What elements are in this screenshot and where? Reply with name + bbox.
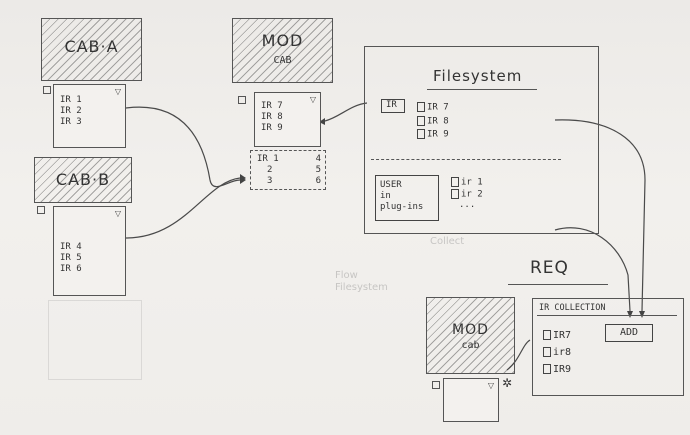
req-mod-subtitle: cab: [461, 340, 480, 351]
folder-line: USER: [380, 180, 402, 190]
square-icon: [238, 96, 246, 104]
add-button[interactable]: ADD: [605, 324, 653, 342]
triangle-icon[interactable]: ▽: [309, 95, 316, 104]
ir-collection-panel: IR COLLECTION IR7 ir8 IR9 ADD: [532, 298, 684, 396]
cab-a-title: CAB·A: [64, 37, 119, 56]
grid-cell: 5: [315, 165, 321, 175]
file-icon: [417, 102, 425, 112]
cab-a-box: CAB·A: [41, 18, 142, 81]
triangle-icon[interactable]: ▽: [487, 381, 494, 390]
mod-cab-ir-list: ▽ IR 7 IR 8 IR 9: [254, 92, 321, 147]
grid-row: IR 1 4: [257, 154, 321, 165]
cab-b-box: CAB·B: [34, 157, 132, 203]
grid-row: 3 6: [257, 176, 321, 187]
cab-b-ir-list: ▽ IR 4 IR 5 IR 6: [53, 206, 126, 296]
file-icon: [543, 347, 551, 357]
divider: [427, 89, 537, 90]
mod-cab-ir-grid: IR 1 4 2 5 3 6: [250, 150, 326, 190]
divider: [508, 284, 608, 285]
cab-b-title: CAB·B: [55, 170, 111, 189]
faint-collect-text: Collect: [430, 236, 465, 247]
mod-cab-title: MOD: [261, 31, 304, 50]
file-icon: [417, 115, 425, 126]
grid-cell: 2: [267, 165, 273, 175]
item-label: ir8: [553, 347, 572, 358]
grid-cell: IR 1: [257, 154, 279, 164]
arrow-fs-user-to-collection: [554, 227, 631, 312]
mod-cab-subtitle: CAB: [273, 55, 292, 66]
req-ir-slot: ▽: [443, 378, 499, 422]
list-item: IR 7: [261, 101, 283, 111]
list-item[interactable]: IR 9: [417, 129, 449, 141]
user-plugin-folder[interactable]: USER in plug-ins: [375, 175, 439, 221]
file-icon: [543, 330, 551, 340]
folder-line: plug-ins: [380, 202, 424, 212]
file-icon: [451, 188, 459, 199]
list-item[interactable]: ir 1: [451, 177, 483, 189]
gear-icon[interactable]: ✲: [502, 376, 513, 390]
list-item[interactable]: IR 7: [417, 102, 449, 114]
list-item[interactable]: IR7: [543, 327, 571, 344]
list-item[interactable]: IR 8: [417, 115, 449, 128]
triangle-icon[interactable]: ▽: [114, 87, 121, 96]
list-item: IR 3: [60, 117, 82, 127]
list-item: IR 4: [60, 242, 82, 252]
req-heading: REQ: [530, 258, 569, 278]
list-item: IR 2: [60, 106, 82, 116]
item-label: IR9: [553, 364, 572, 375]
square-icon: [432, 381, 440, 389]
list-item: IR 1: [60, 95, 82, 105]
list-item[interactable]: ir 2: [451, 188, 483, 201]
cab-a-ir-list: ▽ IR 1 IR 2 IR 3: [53, 84, 126, 148]
faint-note: Filesystem: [335, 282, 388, 293]
arrow-mod-to-collection: [506, 339, 531, 371]
list-item: IR 9: [261, 123, 283, 133]
list-item[interactable]: ir8: [543, 344, 571, 361]
arrow-cab-b-to-mod: [125, 177, 241, 239]
req-mod-title: MOD: [452, 322, 489, 338]
file-icon: [417, 129, 425, 139]
file-label: ir 1: [461, 177, 483, 188]
grid-cell: 6: [315, 176, 321, 186]
divider: [537, 315, 677, 316]
folder-label: IR: [386, 100, 397, 110]
faint-empty-box: [48, 300, 142, 380]
req-mod-cab-box: MOD cab: [426, 297, 515, 374]
file-label: IR 7: [427, 102, 449, 113]
file-label: IR 9: [427, 129, 449, 140]
faint-note: Flow: [335, 270, 358, 281]
square-icon: [37, 206, 45, 214]
item-label: IR7: [553, 330, 572, 341]
file-icon: [543, 364, 551, 374]
list-item: IR 8: [261, 112, 283, 122]
folder-line: in: [380, 191, 391, 201]
arrow-cab-a-to-mod: [125, 106, 241, 188]
grid-cell: 4: [315, 154, 321, 164]
file-icon: [451, 177, 459, 187]
section-divider: [371, 159, 561, 160]
grid-cell: 3: [267, 176, 273, 186]
filesystem-box: Filesystem IR IR 7 IR 8 IR 9 USER in plu…: [364, 46, 599, 234]
mod-cab-box: MOD CAB: [232, 18, 333, 83]
list-item: IR 5: [60, 253, 82, 263]
arrow-fs-to-mod: [324, 102, 368, 122]
folder-icon[interactable]: IR: [381, 99, 405, 113]
square-icon: [43, 86, 51, 94]
filesystem-title: Filesystem: [433, 67, 523, 85]
arrow-fs-files-to-collection: [554, 119, 646, 312]
file-label: ir 2: [461, 189, 483, 199]
list-item[interactable]: IR9: [543, 361, 571, 378]
grid-row: 2 5: [257, 165, 321, 176]
triangle-icon[interactable]: ▽: [114, 209, 121, 218]
list-item: ...: [459, 200, 476, 210]
ir-collection-title: IR COLLECTION: [539, 303, 606, 313]
file-label: IR 8: [427, 116, 449, 126]
faint-notes: Flow Filesystem: [335, 270, 388, 294]
list-item: IR 6: [60, 264, 82, 274]
